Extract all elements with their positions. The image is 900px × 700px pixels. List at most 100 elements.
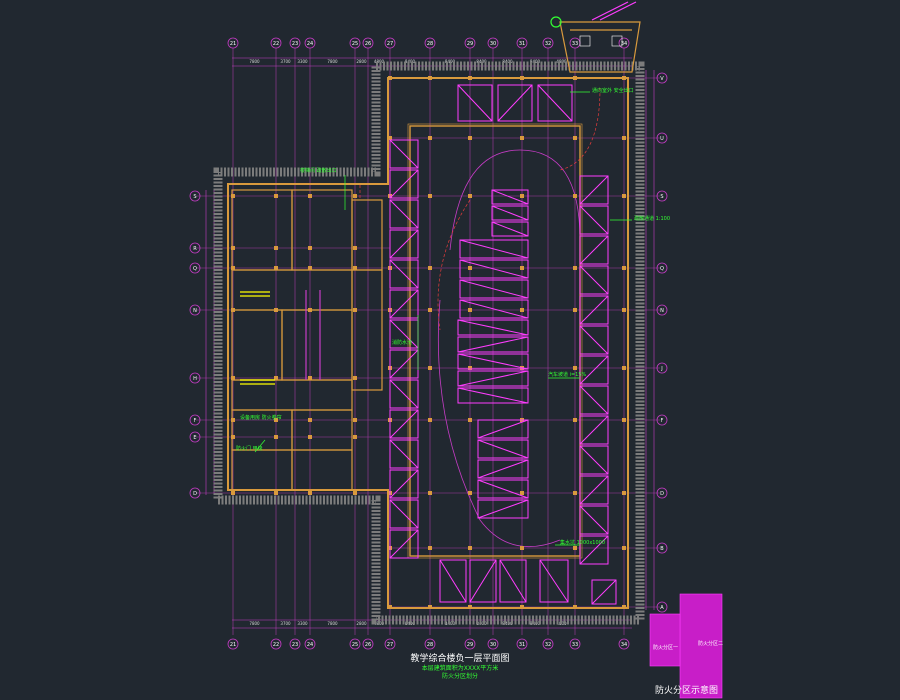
dimension-label: 4800 [374,59,385,64]
column [468,266,472,270]
parking-stall [389,259,419,289]
column [231,266,235,270]
left-axis-E: E [189,431,201,443]
column [468,605,472,609]
column [520,76,524,80]
parking-stall [579,415,609,445]
column [428,418,432,422]
left-axis-S: S [189,190,201,202]
column [622,605,626,609]
top-axis-23: 23 [289,37,301,49]
top-axis-27: 27 [384,37,396,49]
column [468,366,472,370]
bottom-axis-30-label: 30 [490,642,496,648]
parking-stall [477,439,529,459]
column [353,376,357,380]
dimension-label: 3300 [297,59,308,64]
dimension-label: 8400 [530,621,541,626]
fire-zone-legend-caption: 防火分区示意图 [655,686,719,696]
annotation-top-exit: 通向室外 安全出口 [592,88,634,94]
left-axis-D: D [189,487,201,499]
column [274,194,278,198]
parking-stall [491,221,529,237]
column [573,136,577,140]
column [573,308,577,312]
top-axis-25: 25 [349,37,361,49]
column [353,308,357,312]
parking-stall [579,235,609,265]
dimension-label: 3700 [280,621,291,626]
parking-stall [389,409,419,439]
annotation-pool: 消防水池 [392,340,413,346]
right-axis-N: N [656,304,668,316]
fire-zone-1-block [649,613,681,667]
parking-stall [389,199,419,229]
parking-stall [579,535,609,565]
top-axis-24: 24 [304,37,316,49]
bottom-axis-25: 25 [349,638,361,650]
dimension-label: 7800 [327,621,338,626]
parking-stall [389,529,419,559]
dimension-label: 7800 [249,621,260,626]
bottom-axis-31: 31 [516,638,528,650]
parking-stall [579,205,609,235]
column [308,266,312,270]
dimension-label: 8400 [476,621,487,626]
annotation-right-exit: 疏散通道 1:100 [634,216,670,222]
bottom-axis-24-label: 24 [307,642,313,648]
column [573,76,577,80]
column [274,491,278,495]
parking-stall [477,499,529,519]
column [520,136,524,140]
column [428,136,432,140]
column [428,546,432,550]
left-axis-R-label: R [193,246,197,252]
top-axis-32-label: 32 [545,41,551,47]
column [308,435,312,439]
top-axis-34: 34 [618,37,630,49]
left-axis-Q-label: Q [193,266,197,272]
left-axis-Q: Q [189,262,201,274]
parking-stall [457,353,529,370]
bottom-axis-33-label: 33 [572,642,578,648]
bottom-axis-27: 27 [384,638,396,650]
column [428,366,432,370]
column [428,605,432,609]
right-axis-D-label: D [660,491,664,497]
column [622,76,626,80]
right-axis-B: B [656,542,668,554]
annotation-stair: 楼梯间 疏散出口 [300,168,337,174]
service-rooms [231,189,383,491]
column [274,418,278,422]
fire-zone-label-2: 防火分区二 [698,641,724,647]
top-axis-22: 22 [270,37,282,49]
column [274,266,278,270]
bottom-axis-28: 28 [424,638,436,650]
parking-stall [477,479,529,499]
drawing-subtitle-2: 防火分区划分 [441,673,478,680]
entrance-ramp [550,1,641,73]
bottom-axis-34-label: 34 [621,642,627,648]
top-axis-29-label: 29 [467,41,473,47]
top-axis-31-label: 31 [519,41,525,47]
top-axis-34-label: 34 [621,41,627,47]
bottom-axis-23-label: 23 [292,642,298,648]
bottom-axis-25-label: 25 [352,642,358,648]
column [231,491,235,495]
column [622,491,626,495]
dimension-label: 8400 [502,59,513,64]
column [468,418,472,422]
parking-stall [579,295,609,325]
parking-stall [457,387,529,404]
column [274,376,278,380]
parking-stall [459,239,529,259]
column [622,366,626,370]
bottom-axis-33: 33 [569,638,581,650]
parking-stall [459,279,529,299]
top-axis-21-label: 21 [230,41,236,47]
column [308,418,312,422]
dimension-label: 7800 [249,59,260,64]
